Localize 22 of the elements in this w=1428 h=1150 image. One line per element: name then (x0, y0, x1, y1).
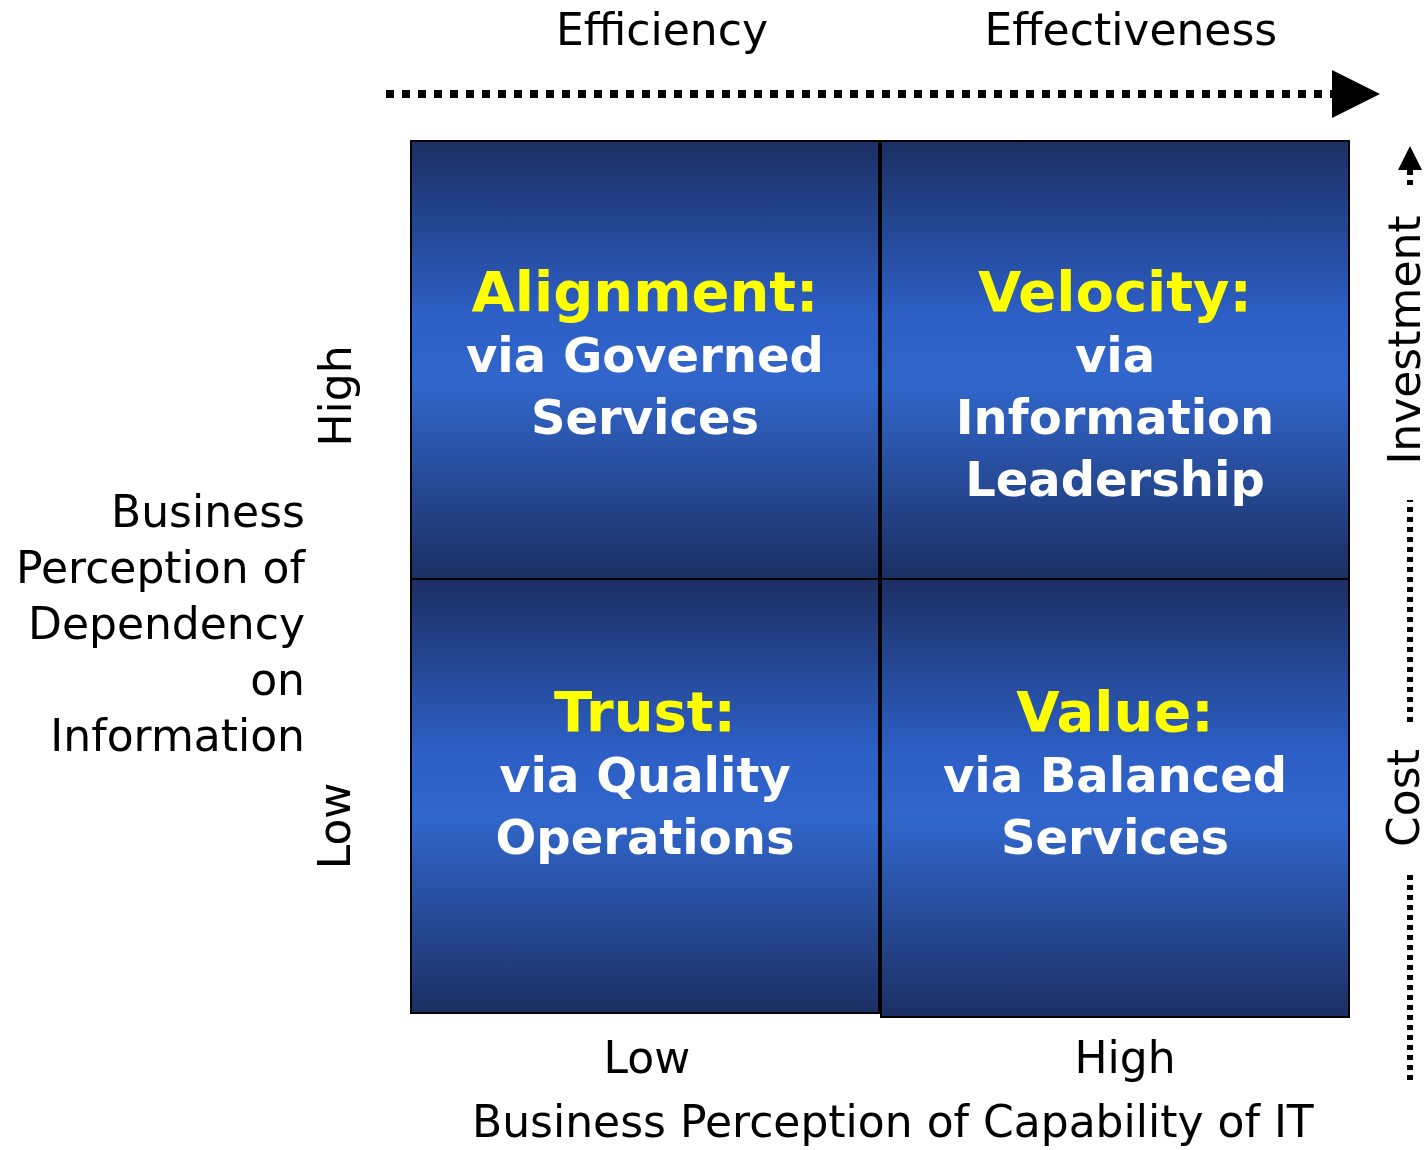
scale-label: High (309, 345, 362, 447)
quadrant-box (880, 140, 1350, 580)
scale-label: High (1074, 1032, 1176, 1084)
quadrant-heading: Velocity: (978, 260, 1252, 324)
quadrant-box (410, 140, 880, 580)
quadrant-text: via Governed Services (465, 326, 825, 447)
quadrant-heading: Trust: (554, 680, 736, 744)
axis-label: Effectiveness (984, 4, 1278, 56)
axis-label: Efficiency (556, 4, 768, 56)
quadrant-heading: Alignment: (471, 260, 819, 324)
quadrant-text: via Information Leadership (954, 326, 1276, 509)
axis-label: Cost (1377, 749, 1428, 847)
quadrant-heading: Value: (1016, 680, 1214, 744)
quadrant-box (410, 578, 880, 1014)
scale-label: Low (603, 1032, 691, 1084)
quadrant-box (880, 578, 1350, 1018)
axis-label: Investment (1378, 215, 1428, 465)
scale-label: Low (308, 782, 361, 870)
quadrant-text: via Quality Operations (494, 746, 796, 867)
quadrant-text: via Balanced Services (941, 746, 1289, 867)
axis-title: Business Perception of Capability of IT (472, 1096, 1314, 1148)
axis-title: Business Perception of Dependency on Information (14, 485, 305, 763)
